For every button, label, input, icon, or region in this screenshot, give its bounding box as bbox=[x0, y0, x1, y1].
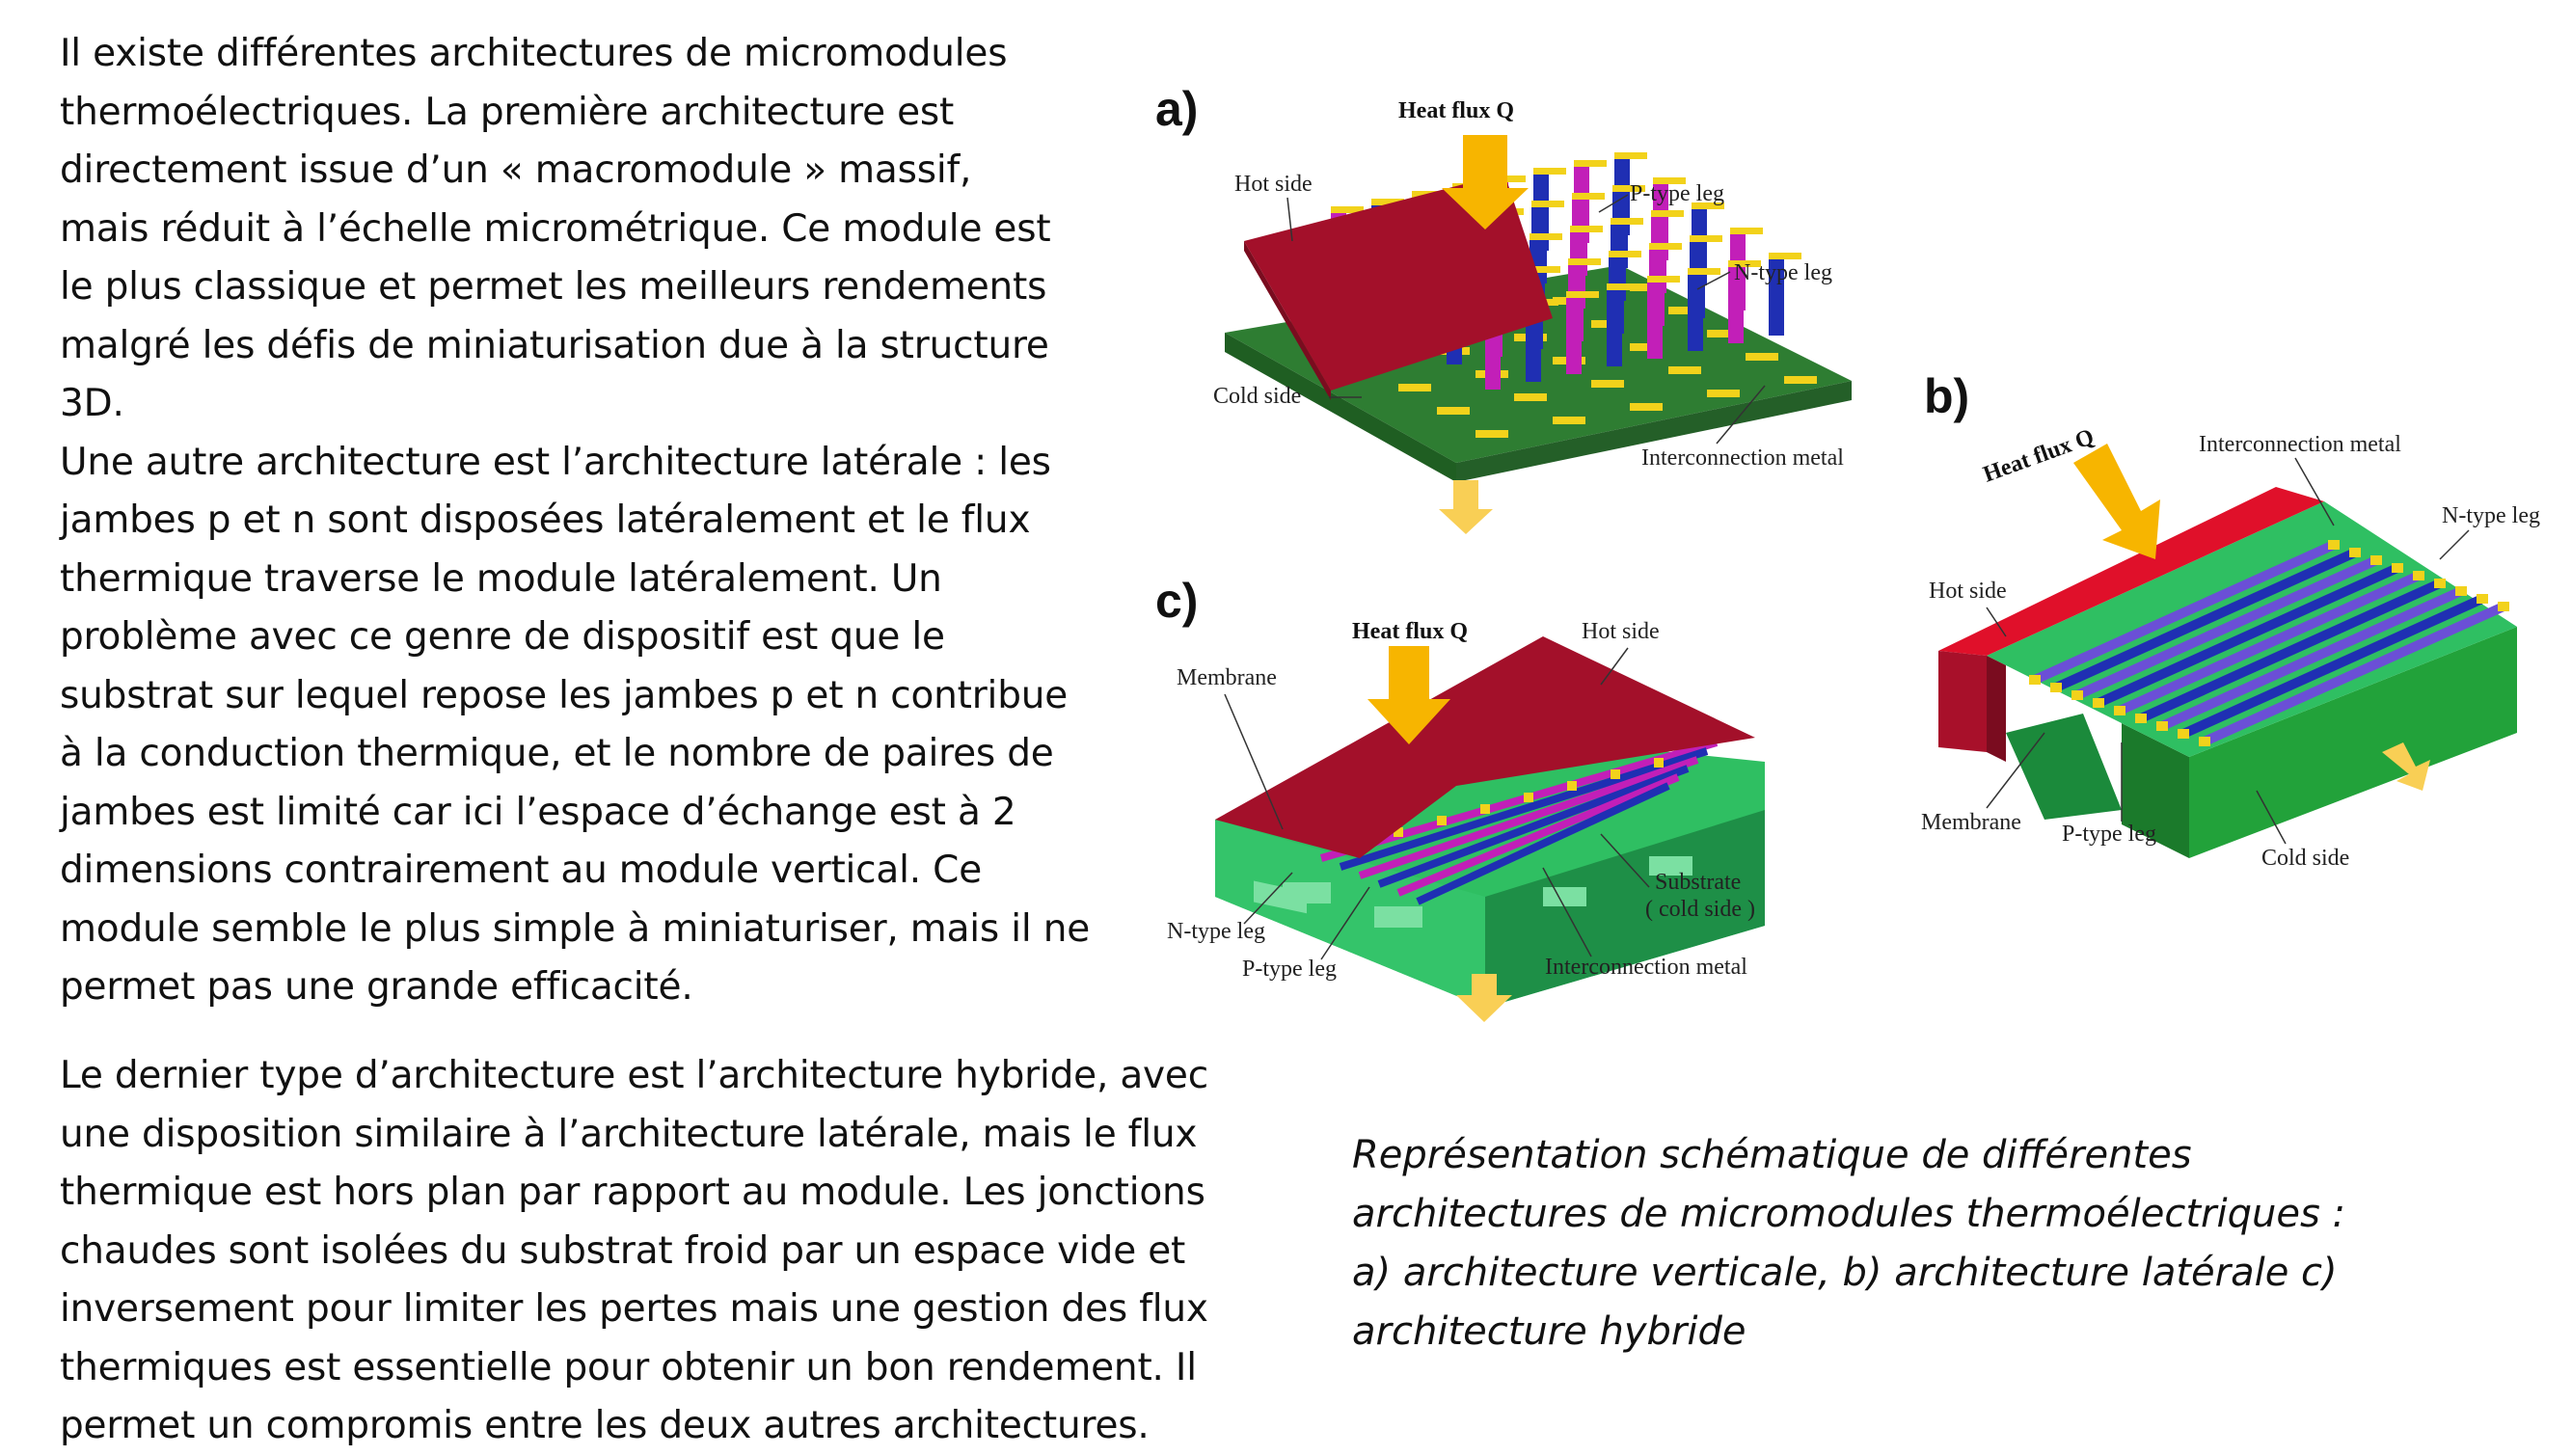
panel-b-leg bbox=[2138, 579, 2443, 723]
panel-b-leg bbox=[2096, 563, 2400, 708]
paragraph-line: Il existe différentes architectures de m… bbox=[60, 32, 1008, 75]
panel-c: c) Heat flux Q Hot side Membrane Substr bbox=[1155, 574, 1765, 1022]
panel-c-leg bbox=[1339, 747, 1709, 871]
panel-c-letter: c) bbox=[1155, 574, 1198, 628]
paragraph-line: substrat sur lequel repose les jambes p … bbox=[60, 673, 1069, 717]
panel-c-cold-side-label: ( cold side ) bbox=[1645, 897, 1755, 922]
paragraph-line: inversement pour limiter les pertes mais… bbox=[60, 1287, 1208, 1331]
paragraph-line: permet un compromis entre les deux autre… bbox=[60, 1404, 1150, 1447]
caption-line: architectures de micromodules thermoélec… bbox=[1352, 1192, 2345, 1236]
panel-a-leg bbox=[1607, 289, 1622, 366]
panel-c-hot-plate bbox=[1215, 636, 1755, 858]
panel-a-letter: a) bbox=[1155, 82, 1198, 136]
panel-a-leg bbox=[1728, 266, 1744, 343]
panel-b-hot-block bbox=[1938, 487, 2324, 656]
panel-c-heat-arrow bbox=[1367, 646, 1450, 744]
caption-line: a) architecture verticale, b) architectu… bbox=[1352, 1251, 2338, 1295]
panel-c-leg bbox=[1319, 739, 1719, 862]
paragraph-line: thermique traverse le module latéralemen… bbox=[60, 556, 942, 601]
panel-b-heat-flux-label: Heat flux Q bbox=[1980, 424, 2098, 487]
panel-c-leg bbox=[1377, 765, 1690, 888]
paragraph-line: jambes p et n sont disposées latéralemen… bbox=[60, 499, 1031, 542]
panel-c-hot-side-label: Hot side bbox=[1582, 619, 1660, 644]
paragraph-line: 3D. bbox=[60, 382, 124, 425]
panel-c-substrate-label: Substrate bbox=[1655, 870, 1741, 895]
paragraph-line: le plus classique et permet les meilleur… bbox=[60, 265, 1047, 309]
panel-a-leg bbox=[1566, 297, 1582, 374]
paragraph-line: Une autre architecture est l’architectur… bbox=[60, 440, 1051, 484]
panel-a-leg bbox=[1647, 282, 1663, 359]
panel-a-interconnect-label: Interconnection metal bbox=[1641, 445, 1844, 471]
paragraph-line: jambes est limité car ici l’espace d’éch… bbox=[60, 790, 1016, 834]
panel-c-heat-flux-label: Heat flux Q bbox=[1352, 619, 1468, 644]
panel-a-leg bbox=[1688, 274, 1703, 351]
paragraph-line: une disposition similaire à l’architectu… bbox=[60, 1112, 1198, 1156]
panel-b-leg bbox=[2117, 571, 2422, 715]
panel-b-leg bbox=[2053, 548, 2358, 692]
panel-c-p-leg-label: P-type leg bbox=[1242, 957, 1337, 982]
paragraph-line: thermique est hors plan par rapport au m… bbox=[60, 1171, 1205, 1214]
intro-paragraph: Il existe différentes architectures de m… bbox=[60, 25, 1090, 1017]
paragraph-line: dimensions contrairement au module verti… bbox=[60, 849, 982, 892]
figure-caption: Représentation schématique de différente… bbox=[1352, 1126, 2345, 1362]
panel-b-out-arrow bbox=[2382, 742, 2430, 791]
paragraph-line: permet pas une grande efficacité. bbox=[60, 965, 693, 1009]
caption-line: architecture hybride bbox=[1352, 1309, 1746, 1354]
hybrid-paragraph: Le dernier type d’architecture est l’arc… bbox=[60, 1047, 1208, 1456]
panel-a-leg bbox=[1769, 258, 1784, 336]
panel-b-heat-arrow bbox=[2073, 444, 2160, 559]
panel-c-out-arrow bbox=[1456, 974, 1512, 1022]
panel-b-cold-block bbox=[2189, 627, 2517, 858]
panel-b-cold-side-label: Cold side bbox=[2261, 846, 2349, 871]
panel-b-hot-side-label: Hot side bbox=[1929, 579, 2007, 604]
paragraph-line: problème avec ce genre de dispositif est… bbox=[60, 615, 945, 659]
panel-b-leg bbox=[2032, 540, 2337, 685]
panel-b-leg bbox=[2202, 602, 2506, 746]
paragraph-line: malgré les défis de miniaturisation due … bbox=[60, 323, 1049, 367]
panel-c-n-leg-label: N-type leg bbox=[1167, 919, 1265, 944]
panel-a-hot-plate bbox=[1244, 174, 1553, 391]
paragraph-line: thermoélectriques. La première architect… bbox=[60, 90, 955, 134]
paragraph-line: à la conduction thermique, et le nombre … bbox=[60, 732, 1054, 775]
paragraph-line: chaudes sont isolées du substrat froid p… bbox=[60, 1228, 1186, 1273]
panel-a: a) Heat flux Q Hot side P-type leg N-typ… bbox=[1155, 82, 1852, 534]
paragraph-line: Le dernier type d’architecture est l’arc… bbox=[60, 1054, 1208, 1097]
panel-b: b) Heat flux Q Interconnection metal N-t… bbox=[1921, 369, 2540, 871]
paragraph-line: directement issue d’un « macromodule » m… bbox=[60, 148, 972, 192]
panel-c-leg bbox=[1416, 782, 1670, 905]
panel-b-letter: b) bbox=[1924, 369, 1969, 423]
panel-b-p-leg-label: P-type leg bbox=[2062, 822, 2156, 847]
panel-b-leg bbox=[2180, 594, 2485, 739]
panel-c-leg bbox=[1396, 773, 1680, 897]
panel-a-out-arrow bbox=[1439, 480, 1493, 534]
panel-c-leg bbox=[1358, 756, 1699, 879]
panel-a-heat-arrow bbox=[1442, 135, 1529, 229]
panel-b-membrane-label: Membrane bbox=[1921, 810, 2021, 835]
panel-a-heat-flux-label: Heat flux Q bbox=[1398, 98, 1514, 123]
panel-a-p-leg-label: P-type leg bbox=[1630, 181, 1724, 206]
panel-b-interconnect-label: Interconnection metal bbox=[2199, 432, 2401, 457]
panel-c-interconnect-label: Interconnection metal bbox=[1545, 955, 1747, 980]
paragraph-line: module semble le plus simple à miniaturi… bbox=[60, 906, 1091, 951]
paragraph-line: mais réduit à l’échelle micrométrique. C… bbox=[60, 206, 1051, 251]
panel-b-leg bbox=[2074, 555, 2379, 700]
architectures-figure: a) Heat flux Q Hot side P-type leg N-typ… bbox=[1155, 82, 2540, 1022]
panel-a-cold-side-label: Cold side bbox=[1213, 384, 1301, 409]
panel-a-n-leg-label: N-type leg bbox=[1734, 260, 1832, 285]
panel-c-membrane-label: Membrane bbox=[1177, 665, 1277, 690]
panel-b-leg bbox=[2159, 586, 2464, 731]
panel-a-hot-side-label: Hot side bbox=[1234, 172, 1313, 197]
paragraph-line: thermiques est essentielle pour obtenir … bbox=[60, 1345, 1197, 1389]
panel-b-n-leg-label: N-type leg bbox=[2442, 503, 2540, 528]
caption-line: Représentation schématique de différente… bbox=[1352, 1133, 2192, 1177]
